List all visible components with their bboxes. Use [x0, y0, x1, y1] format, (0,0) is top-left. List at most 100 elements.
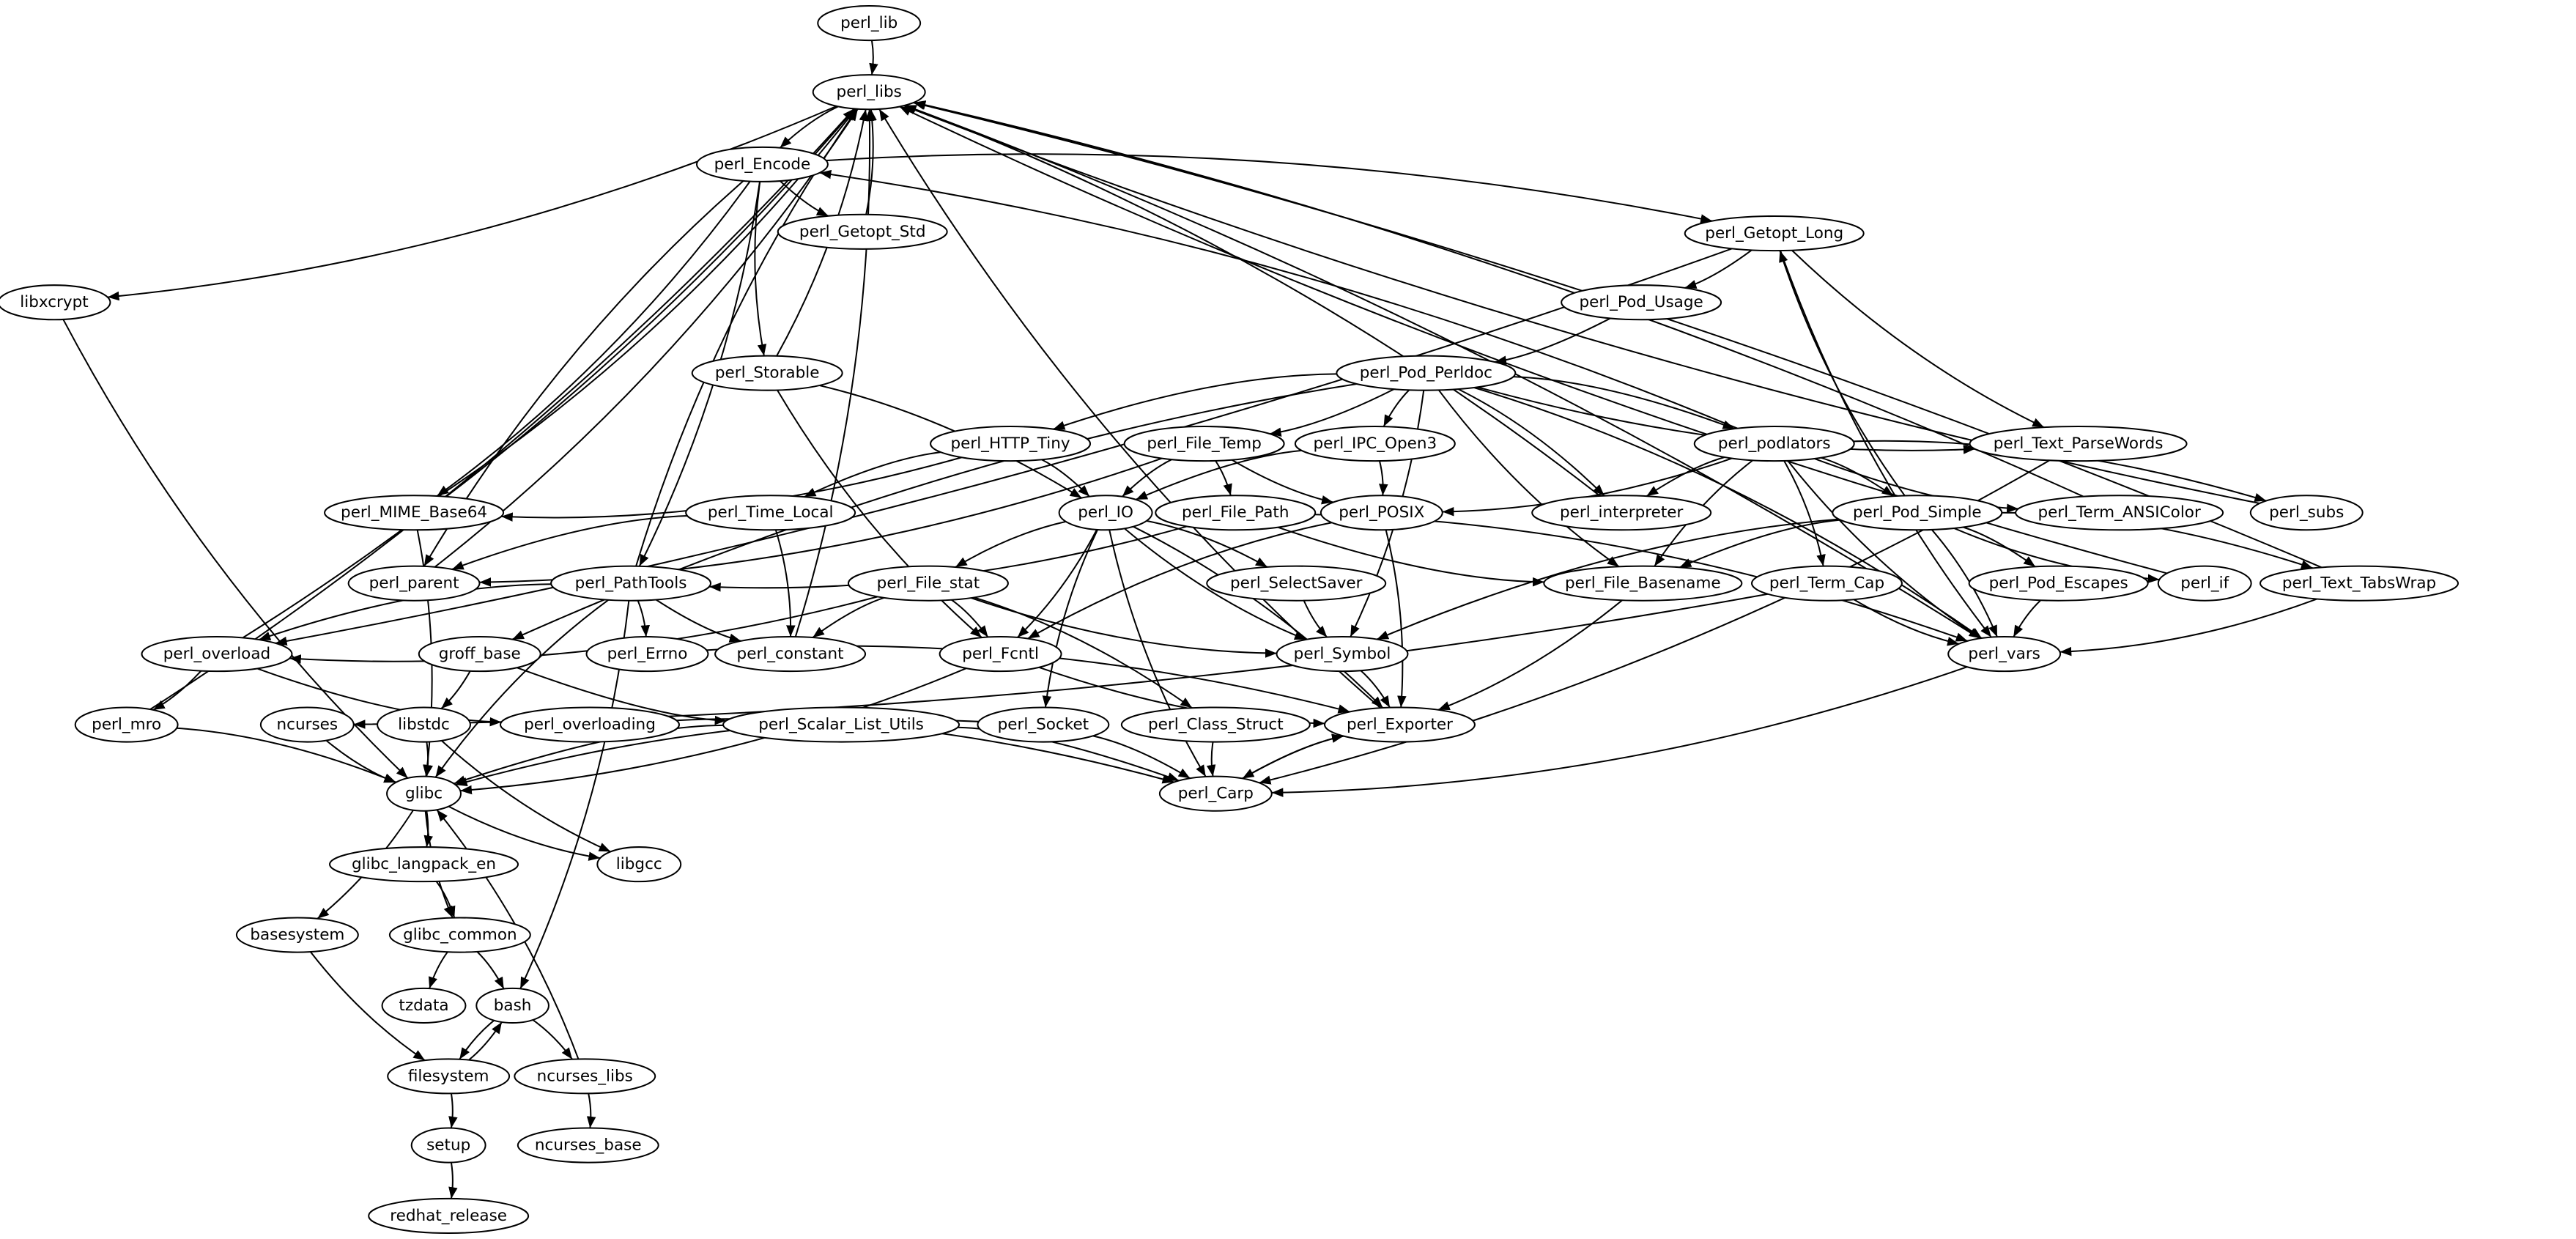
node-perl-time-local[interactable]: perl_Time_Local: [685, 495, 856, 531]
node-label: perl_Pod_Usage: [1579, 293, 1703, 311]
edge-glibc-to-libgcc: [448, 805, 601, 861]
node-ellipse: [1276, 636, 1409, 673]
node-ncurses-libs[interactable]: ncurses_libs: [514, 1058, 656, 1095]
node-perl-interpreter[interactable]: perl_interpreter: [1531, 495, 1712, 531]
node-groff-base[interactable]: groff_base: [418, 636, 541, 673]
node-libstdc[interactable]: libstdc: [377, 706, 471, 743]
edge-perl-pathtools-to-perl-constant: [655, 599, 741, 643]
node-basesystem[interactable]: basesystem: [235, 917, 359, 953]
node-perl-overloading[interactable]: perl_overloading: [500, 706, 680, 743]
edge-perl-http-tiny-to-perl-time-local: [804, 451, 941, 498]
node-perl-storable[interactable]: perl_Storable: [691, 355, 843, 391]
edge-perl-file-stat-to-perl-class-struct: [974, 596, 1193, 709]
node-label: tzdata: [399, 996, 448, 1015]
node-perl-class-struct[interactable]: perl_Class_Struct: [1120, 706, 1311, 743]
node-perl-posix[interactable]: perl_POSIX: [1320, 495, 1443, 531]
node-perl-constant[interactable]: perl_constant: [714, 636, 867, 673]
node-ncurses-base[interactable]: ncurses_base: [517, 1127, 659, 1164]
node-glibc-common[interactable]: glibc_common: [388, 917, 531, 953]
node-perl-file-path[interactable]: perl_File_Path: [1155, 495, 1317, 531]
node-perl-file-stat[interactable]: perl_File_stat: [847, 565, 1009, 602]
node-perl-exporter[interactable]: perl_Exporter: [1323, 706, 1476, 743]
edge-perl-io-to-perl-carp: [1109, 530, 1207, 777]
node-perl-fcntl[interactable]: perl_Fcntl: [939, 636, 1062, 673]
node-perl-errno[interactable]: perl_Errno: [585, 636, 709, 673]
node-glibc-langpack-en[interactable]: glibc_langpack_en: [329, 846, 519, 883]
edge-perl-pod-perldoc-to-perl-interpreter: [1458, 388, 1605, 497]
node-perl-text-tabswrap[interactable]: perl_Text_TabsWrap: [2259, 565, 2460, 602]
node-redhat-release[interactable]: redhat_release: [368, 1197, 530, 1235]
node-ncurses[interactable]: ncurses: [259, 706, 355, 743]
node-perl-io[interactable]: perl_IO: [1058, 495, 1153, 531]
node-ellipse: [1561, 284, 1722, 321]
node-label: perl_Getopt_Std: [799, 223, 926, 241]
edge-perl-podlators-to-perl-term-cap: [1783, 460, 1826, 566]
node-ellipse: [1684, 215, 1865, 252]
node-perl-encode[interactable]: perl_Encode: [695, 146, 829, 182]
node-libxcrypt[interactable]: libxcrypt: [0, 284, 111, 321]
node-filesystem[interactable]: filesystem: [387, 1058, 511, 1095]
node-perl-mime-base64[interactable]: perl_MIME_Base64: [324, 495, 505, 531]
node-perl-mro[interactable]: perl_mro: [74, 706, 179, 743]
node-ellipse: [1693, 426, 1855, 462]
edge-glibc-common-to-bash: [476, 951, 505, 990]
node-perl-term-cap[interactable]: perl_Term_Cap: [1751, 565, 1903, 602]
node-perl-carp[interactable]: perl_Carp: [1158, 775, 1273, 812]
node-perl-file-temp[interactable]: perl_File_Temp: [1123, 426, 1285, 462]
node-perl-pod-usage[interactable]: perl_Pod_Usage: [1561, 284, 1722, 321]
edge-perl-symbol-to-perl-exporter: [1360, 670, 1391, 709]
node-label: perl_Socket: [998, 716, 1089, 734]
edge-perl-file-temp-to-perl-file-path: [1215, 460, 1232, 496]
node-perl-getopt-std[interactable]: perl_Getopt_Std: [777, 213, 948, 250]
edge-perl-pod-escapes-to-perl-vars: [2013, 599, 2041, 637]
edge-perl-ipc-open3-to-perl-io: [1135, 449, 1302, 500]
node-perl-selectsaver[interactable]: perl_SelectSaver: [1206, 565, 1387, 602]
edge-perl-pod-simple-to-perl-symbol: [1376, 518, 1839, 640]
node-ellipse: [410, 1127, 486, 1164]
node-perl-if[interactable]: perl_if: [2157, 565, 2252, 602]
node-ellipse: [1543, 565, 1743, 602]
node-ellipse: [1947, 636, 2062, 673]
node-ellipse: [259, 706, 355, 743]
node-bash[interactable]: bash: [475, 987, 549, 1024]
node-perl-podlators[interactable]: perl_podlators: [1693, 426, 1855, 462]
node-label: perl_lib: [840, 14, 897, 32]
node-label: perl_if: [2180, 574, 2229, 593]
node-label: filesystem: [408, 1067, 489, 1085]
node-perl-text-parsewords[interactable]: perl_Text_ParseWords: [1969, 426, 2188, 462]
node-perl-file-basename[interactable]: perl_File_Basename: [1543, 565, 1743, 602]
node-ellipse: [2157, 565, 2252, 602]
node-perl-subs[interactable]: perl_subs: [2249, 495, 2364, 531]
edge-filesystem-to-bash: [468, 1021, 503, 1061]
node-perl-socket[interactable]: perl_Socket: [977, 706, 1110, 743]
node-perl-libs[interactable]: perl_libs: [812, 74, 926, 111]
node-perl-symbol[interactable]: perl_Symbol: [1276, 636, 1409, 673]
node-glibc[interactable]: glibc: [386, 775, 462, 812]
node-perl-pathtools[interactable]: perl_PathTools: [550, 565, 712, 602]
edge-perl-term-cap-to-ncurses: [353, 593, 1769, 729]
node-perl-pod-escapes[interactable]: perl_Pod_Escapes: [1968, 565, 2149, 602]
node-perl-vars[interactable]: perl_vars: [1947, 636, 2062, 673]
node-perl-term-ansicolor[interactable]: perl_Term_ANSIColor: [2015, 495, 2224, 531]
node-libgcc[interactable]: libgcc: [596, 846, 682, 883]
node-perl-overload[interactable]: perl_overload: [141, 636, 293, 673]
node-label: glibc_langpack_en: [352, 855, 496, 873]
node-perl-pod-perldoc[interactable]: perl_Pod_Perldoc: [1336, 355, 1517, 391]
node-perl-http-tiny[interactable]: perl_HTTP_Tiny: [930, 426, 1092, 462]
edge-perl-libs-to-libxcrypt: [107, 105, 837, 301]
node-perl-getopt-long[interactable]: perl_Getopt_Long: [1684, 215, 1865, 252]
node-perl-ipc-open3[interactable]: perl_IPC_Open3: [1294, 426, 1456, 462]
node-ellipse: [939, 636, 1062, 673]
node-perl-scalar-list-utils[interactable]: perl_Scalar_List_Utils: [722, 706, 961, 743]
node-tzdata[interactable]: tzdata: [381, 987, 467, 1024]
edge-perl-io-to-perl-socket: [1042, 529, 1098, 708]
node-ellipse: [235, 917, 359, 953]
node-perl-lib[interactable]: perl_lib: [817, 4, 922, 42]
edge-perl-io-to-perl-symbol: [1124, 528, 1307, 640]
node-perl-parent[interactable]: perl_parent: [347, 565, 481, 602]
node-ellipse: [514, 1058, 656, 1095]
edge-perl-time-local-to-perl-constant: [774, 529, 796, 637]
node-perl-pod-simple[interactable]: perl_Pod_Simple: [1832, 495, 2003, 531]
node-ellipse: [847, 565, 1009, 602]
node-setup[interactable]: setup: [410, 1127, 486, 1164]
